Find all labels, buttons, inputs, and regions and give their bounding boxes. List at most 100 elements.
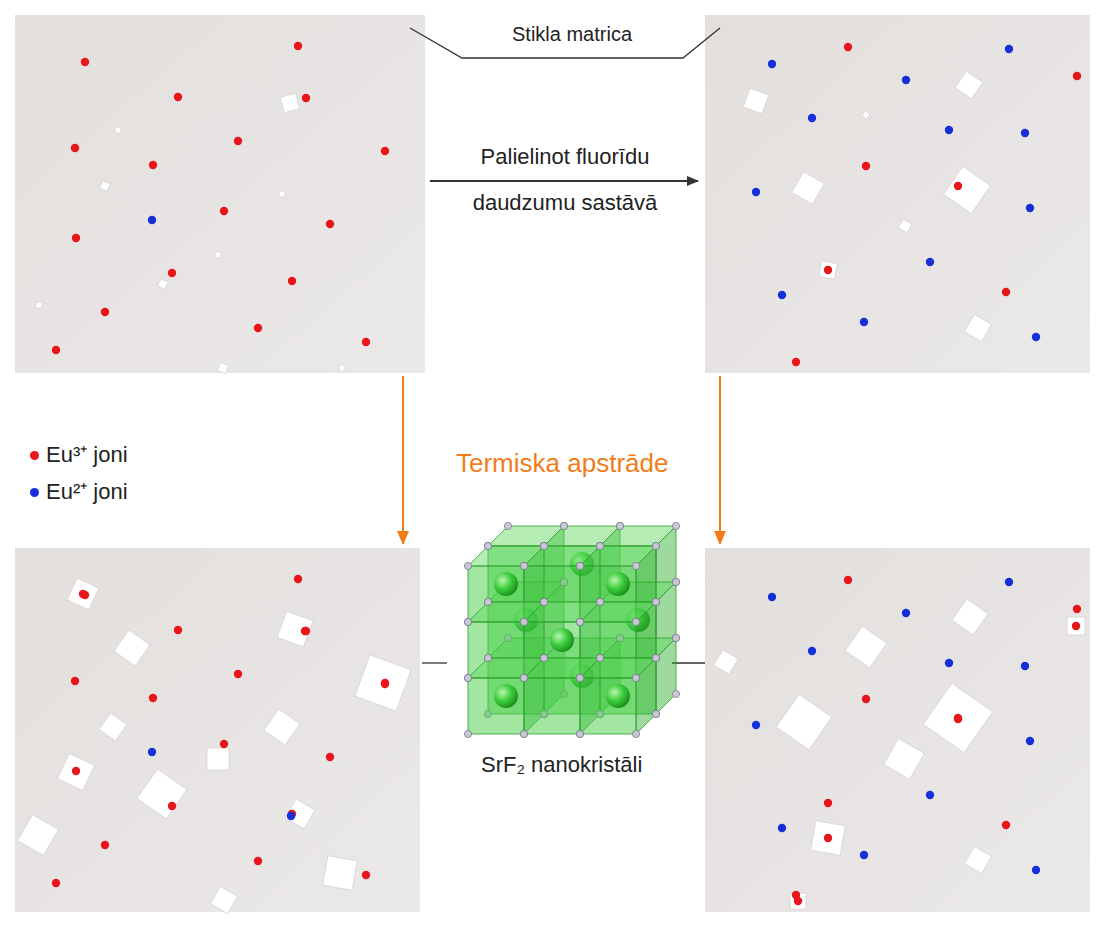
f-ion [576, 562, 583, 569]
f-ion [596, 542, 603, 549]
f-ion [576, 618, 583, 625]
eu-ion [149, 694, 157, 702]
f-ion [520, 730, 527, 737]
f-ion [596, 542, 603, 549]
eu-ion [72, 234, 80, 242]
eu-ion [168, 269, 176, 277]
f-ion [576, 618, 583, 625]
nanocrystal [36, 302, 42, 308]
process-arrow [430, 180, 698, 182]
f-ion [576, 674, 583, 681]
f-ion [652, 598, 659, 605]
f-ion [540, 654, 547, 661]
eu-ion [302, 94, 310, 102]
f-ion [576, 562, 583, 569]
nanocrystal [714, 650, 739, 675]
f-ion [484, 654, 491, 661]
eu-ion [1026, 204, 1034, 212]
eu-ion [220, 740, 228, 748]
eu-ion [752, 188, 760, 196]
f-ion [540, 542, 547, 549]
leader-line [672, 662, 705, 663]
eu-ion [288, 277, 296, 285]
nanocrystal [819, 261, 838, 280]
eu-ion [326, 220, 334, 228]
eu-ion [362, 338, 370, 346]
f-ion [596, 654, 603, 661]
f-ion [464, 730, 471, 737]
f-ion [672, 690, 679, 697]
eu-ion [254, 857, 262, 865]
f-ion [596, 598, 603, 605]
nanocrystal [280, 93, 300, 113]
f-ion [652, 654, 659, 661]
f-ion [616, 522, 623, 529]
f-ion [652, 710, 659, 717]
f-ion [596, 598, 603, 605]
eu-ion [1032, 866, 1040, 874]
nanocrystal [862, 111, 870, 119]
nanocrystal [1067, 617, 1085, 635]
nanocrystal [811, 821, 846, 856]
f-ion [632, 618, 639, 625]
f-ion [540, 654, 547, 661]
f-ion [464, 618, 471, 625]
glass-panel [705, 548, 1090, 912]
eu-ion [808, 114, 816, 122]
nanocrystal [955, 71, 983, 99]
nanocrystal [964, 846, 991, 873]
f-ion [652, 654, 659, 661]
leader-line [422, 662, 447, 663]
sr-ion [494, 684, 518, 708]
eu-ion [148, 748, 156, 756]
f-ion [616, 522, 623, 529]
nanocrystal [137, 769, 187, 819]
annotation-label: SrF₂ nanokristāli [481, 752, 642, 778]
f-ion [520, 674, 527, 681]
eu-ion [1002, 821, 1010, 829]
eu-ion [101, 841, 109, 849]
f-ion [484, 598, 491, 605]
cube-face [524, 678, 580, 734]
f-ion [576, 618, 583, 625]
f-ion [520, 618, 527, 625]
nanocrystal [355, 655, 411, 711]
f-ion [540, 598, 547, 605]
f-ion [520, 618, 527, 625]
nanocrystal [57, 753, 94, 790]
eu-ion [1073, 605, 1081, 613]
f-ion [652, 598, 659, 605]
eu-ion [752, 721, 760, 729]
nanocrystal [952, 599, 988, 635]
f-ion [540, 542, 547, 549]
eu-ion [381, 680, 389, 688]
cube-face [580, 678, 636, 734]
eu-ion [1026, 737, 1034, 745]
f-ion [484, 598, 491, 605]
eu-ion [926, 258, 934, 266]
legend-text: Eu²⁺ joni [46, 479, 128, 505]
f-ion [540, 654, 547, 661]
f-ion [540, 598, 547, 605]
f-ion [540, 598, 547, 605]
f-ion [520, 730, 527, 737]
eu-ion [945, 659, 953, 667]
nanocrystal [776, 694, 832, 750]
eu-ion [808, 647, 816, 655]
f-ion [484, 654, 491, 661]
nanocrystal [743, 88, 769, 114]
f-ion [596, 598, 603, 605]
eu-ion [778, 824, 786, 832]
eu-ion [1021, 662, 1029, 670]
nanocrystal [964, 314, 991, 341]
nanocrystal [285, 799, 315, 829]
f-ion [596, 654, 603, 661]
f-ion [652, 598, 659, 605]
f-ion [464, 562, 471, 569]
eu-ion [824, 799, 832, 807]
legend-text: Eu³⁺ joni [46, 442, 128, 468]
f-ion [652, 542, 659, 549]
eu-ion [234, 670, 242, 678]
eu-ion [287, 812, 295, 820]
f-ion [596, 542, 603, 549]
